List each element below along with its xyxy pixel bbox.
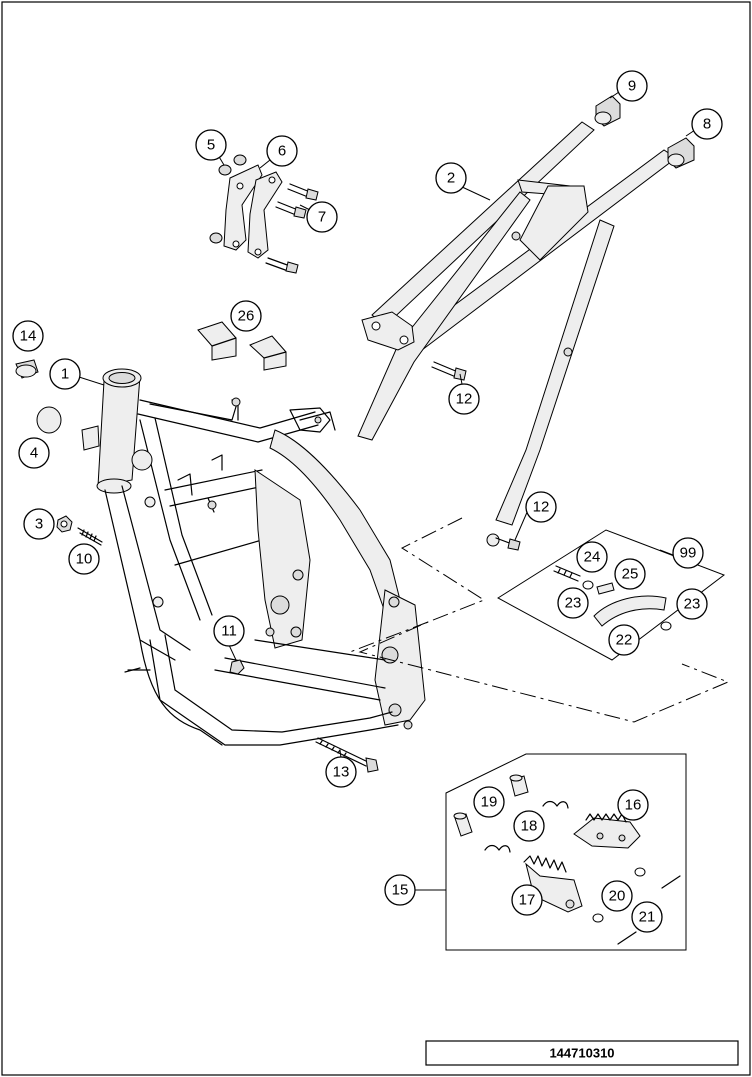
- callout-16: 16: [617, 789, 649, 821]
- callout-99: 99: [672, 537, 704, 569]
- part-10-stud: [77, 527, 103, 546]
- part-26-pads: [197, 321, 287, 371]
- assembly-dashed-link: [349, 621, 429, 653]
- callout-26: 26: [230, 300, 262, 332]
- drawing-number-box: 144710310: [425, 1040, 739, 1066]
- callout-25-label: 25: [622, 566, 639, 583]
- part-11-nut: [229, 659, 245, 675]
- drawing-number: 144710310: [549, 1046, 614, 1061]
- callout-21: 21: [631, 901, 663, 933]
- callout-8-label: 8: [703, 116, 711, 133]
- callout-13-label: 13: [333, 764, 350, 781]
- callout-20: 20: [601, 880, 633, 912]
- kit-99-frame: [497, 529, 726, 661]
- callout-12-upper-label: 12: [456, 391, 473, 408]
- callout-23-left-label: 23: [565, 595, 582, 612]
- callout-18: 18: [513, 810, 545, 842]
- callout-4-label: 4: [30, 445, 38, 462]
- callout-1-label: 1: [61, 366, 69, 383]
- callout-22: 22: [608, 624, 640, 656]
- callout-14-label: 14: [20, 328, 37, 345]
- callout-22-label: 22: [616, 632, 633, 649]
- callout-4: 4: [18, 437, 50, 469]
- callout-99-label: 99: [680, 545, 697, 562]
- leader-lines: [78, 91, 696, 759]
- callout-25: 25: [614, 558, 646, 590]
- callout-23-right: 23: [676, 588, 708, 620]
- part-3-nut: [56, 515, 73, 533]
- kit-99-parts: [553, 565, 672, 631]
- callout-24: 24: [576, 541, 608, 573]
- callout-13: 13: [325, 756, 357, 788]
- callout-21-label: 21: [639, 909, 656, 926]
- callout-20-label: 20: [609, 888, 626, 905]
- callout-12-lower: 12: [525, 491, 557, 523]
- callout-15: 15: [384, 874, 416, 906]
- callout-2-label: 2: [447, 170, 455, 187]
- callout-15-label: 15: [392, 882, 409, 899]
- main-frame-drawing: [81, 368, 426, 746]
- callout-7: 7: [306, 201, 338, 233]
- callout-12-lower-label: 12: [533, 499, 550, 516]
- subframe-drawing: [357, 95, 695, 551]
- callout-7-label: 7: [318, 209, 326, 226]
- callout-8: 8: [691, 108, 723, 140]
- part-13-bolt: [315, 737, 379, 773]
- callout-14: 14: [12, 320, 44, 352]
- callout-1: 1: [49, 358, 81, 390]
- callout-17-label: 17: [519, 892, 536, 909]
- callout-9: 9: [616, 70, 648, 102]
- callout-3-label: 3: [35, 516, 43, 533]
- callout-19-label: 19: [481, 794, 498, 811]
- callout-5: 5: [195, 129, 227, 161]
- callout-12-upper: 12: [448, 383, 480, 415]
- callout-6-label: 6: [278, 143, 286, 160]
- callout-17: 17: [511, 884, 543, 916]
- part-4-disc: [36, 406, 62, 434]
- callout-19: 19: [473, 786, 505, 818]
- callout-10-label: 10: [76, 551, 93, 568]
- callout-16-label: 16: [625, 797, 642, 814]
- engine-mount-drawing: [209, 154, 319, 274]
- callout-6: 6: [266, 135, 298, 167]
- callout-11: 11: [213, 615, 245, 647]
- callout-5-label: 5: [207, 137, 215, 154]
- callout-23-right-label: 23: [684, 596, 701, 613]
- callout-3: 3: [23, 508, 55, 540]
- part-14-cap: [15, 359, 39, 379]
- footpeg-parts: [453, 774, 681, 945]
- callout-9-label: 9: [628, 78, 636, 95]
- callout-2: 2: [435, 162, 467, 194]
- callout-24-label: 24: [584, 549, 601, 566]
- callout-26-label: 26: [238, 308, 255, 325]
- callout-18-label: 18: [521, 818, 538, 835]
- callout-23-left: 23: [557, 587, 589, 619]
- callout-11-label: 11: [221, 623, 237, 640]
- assembly-dashed-outline: [358, 517, 730, 723]
- callout-10: 10: [68, 543, 100, 575]
- kit-15-frame: [445, 753, 687, 951]
